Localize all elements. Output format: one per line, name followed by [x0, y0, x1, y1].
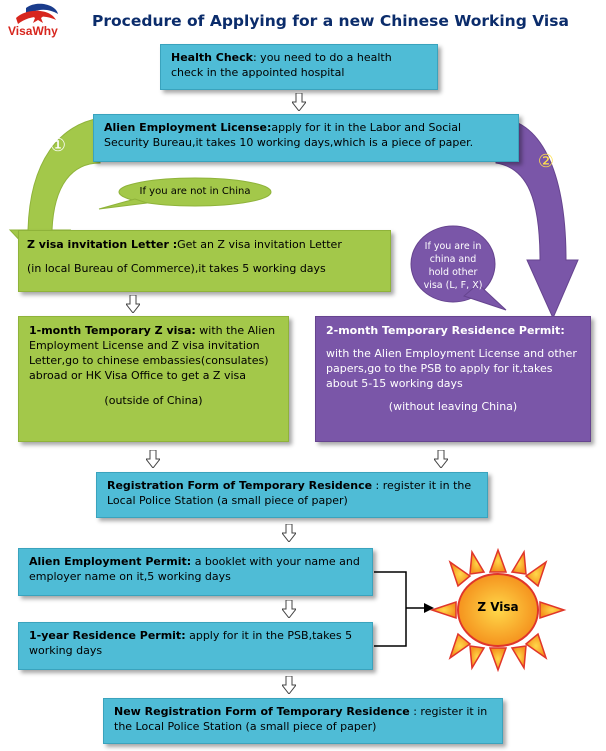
down-arrow-icon — [434, 450, 448, 468]
down-arrow-icon — [282, 600, 296, 618]
not-in-china-bubble: If you are not in China — [139, 186, 251, 197]
registration-lead: Registration Form of Temporary Residence — [107, 479, 373, 492]
alien-license-text: apply for it in the Labor and Social Sec… — [104, 121, 474, 149]
health-check-text: : you need to do a health check in the a… — [171, 51, 392, 79]
not-in-china-bubble-shape — [98, 177, 272, 210]
new-registration-form-box: New Registration Form of Temporary Resid… — [103, 698, 503, 744]
logo-text: VisaWhy — [8, 24, 58, 38]
badge-two-label: ② — [537, 151, 555, 172]
logo-swoosh-icon — [16, 3, 58, 24]
bracket-connector — [374, 571, 434, 647]
new-registration-lead: New Registration Form of Temporary Resid… — [114, 705, 410, 718]
z-invitation-lead: Z visa invitation Letter : — [27, 238, 178, 251]
temp-z-note: (outside of China) — [104, 394, 203, 407]
residence-permit-lead: 1-year Residence Permit: — [29, 629, 186, 642]
new-registration-text: : register it in the Local Police Statio… — [114, 705, 488, 733]
temp-residence-lead: 2-month Temporary Residence Permit: — [326, 324, 565, 337]
temporary-residence-permit-box: 2-month Temporary Residence Permit: with… — [315, 316, 591, 442]
badge-one-label: ① — [49, 135, 67, 156]
registration-form-box: Registration Form of Temporary Residence… — [96, 472, 488, 518]
right-curved-arrow — [495, 117, 579, 320]
down-arrow-icon — [126, 295, 140, 313]
path-one-badge: ① — [46, 134, 70, 158]
down-arrow-icon — [282, 524, 296, 542]
z-visa-label: Z Visa — [477, 600, 519, 614]
health-check-lead: Health Check — [171, 51, 253, 64]
z-visa-invitation-box: Z visa invitation Letter :Get an Z visa … — [18, 230, 391, 292]
alien-employment-license-box: Alien Employment License:apply for it in… — [93, 114, 519, 162]
z-invitation-text2: (in local Bureau of Commerce),it takes 5… — [27, 262, 326, 275]
temp-z-text: with the Alien Employment License and Z … — [29, 324, 276, 382]
down-arrow-icon — [282, 676, 296, 694]
health-check-box: Health Check: you need to do a health ch… — [160, 44, 438, 90]
temporary-z-visa-box: 1-month Temporary Z visa: with the Alien… — [18, 316, 289, 442]
alien-permit-lead: Alien Employment Permit: — [29, 555, 192, 568]
z-invitation-text1: Get an Z visa invitation Letter — [177, 238, 342, 251]
in-china-bubble: If you are in china and hold other visa … — [423, 241, 483, 291]
visawhy-logo: VisaWhy — [4, 2, 90, 42]
down-arrow-icon — [292, 93, 306, 111]
registration-text: : register it in the Local Police Statio… — [107, 479, 472, 507]
alien-employment-permit-box: Alien Employment Permit: a booklet with … — [18, 548, 373, 596]
temp-z-lead: 1-month Temporary Z visa: — [29, 324, 196, 337]
temp-residence-text: with the Alien Employment License and ot… — [326, 347, 577, 390]
alien-license-lead: Alien Employment License: — [104, 121, 272, 134]
residence-permit-box: 1-year Residence Permit: apply for it in… — [18, 622, 373, 670]
temp-residence-note: (without leaving China) — [388, 400, 518, 413]
in-china-bubble-shape — [410, 225, 507, 311]
sun-icon — [429, 548, 567, 672]
page-title: Procedure of Applying for a new Chinese … — [92, 12, 569, 30]
alien-permit-text: a booklet with your name and employer na… — [29, 555, 360, 583]
path-two-badge: ② — [534, 150, 558, 174]
residence-permit-text: apply for it in the PSB,takes 5 working … — [29, 629, 353, 657]
down-arrow-icon — [146, 450, 160, 468]
